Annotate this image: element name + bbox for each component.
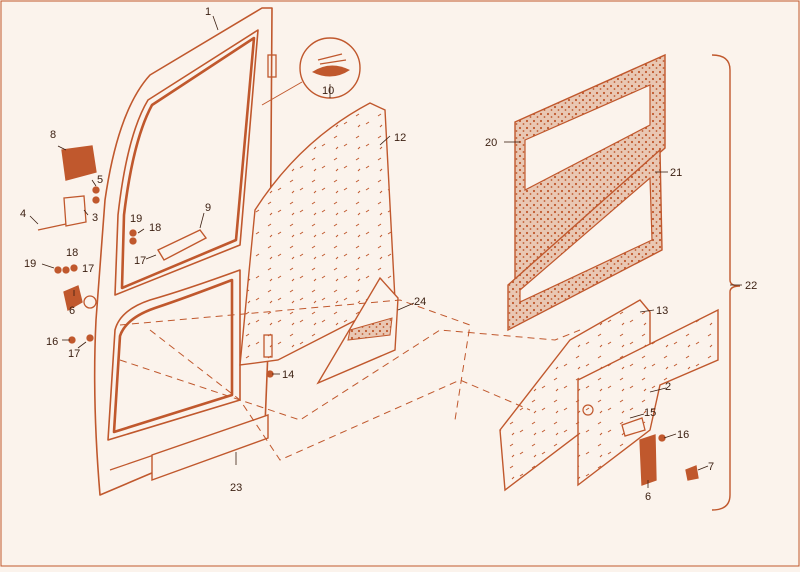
group-bracket xyxy=(711,54,741,511)
callout-23: 23 xyxy=(230,482,242,494)
callout-20: 20 xyxy=(485,137,497,149)
sill-plate xyxy=(151,414,269,481)
lower-hinge xyxy=(263,334,273,358)
callout-19-b: 19 xyxy=(130,213,142,225)
callout-6-left: 6 xyxy=(69,305,75,317)
callout-17-c: 17 xyxy=(134,255,146,267)
callout-24: 24 xyxy=(414,296,426,308)
callout-8: 8 xyxy=(50,129,56,141)
callout-12: 12 xyxy=(394,132,406,144)
callout-10: 10 xyxy=(322,85,334,97)
trim-strip xyxy=(347,317,393,341)
callout-21: 21 xyxy=(670,167,682,179)
callout-16-left: 16 xyxy=(46,336,58,348)
callout-22: 22 xyxy=(745,280,757,292)
callout-18-b: 18 xyxy=(149,222,161,234)
inner-handle xyxy=(157,229,208,261)
window-glass-panel xyxy=(239,102,396,366)
door-frame xyxy=(93,7,273,496)
callout-1: 1 xyxy=(205,6,211,18)
callout-7: 7 xyxy=(708,461,714,473)
callout-4: 4 xyxy=(20,208,26,220)
callout-labels: 1 2 3 4 5 6 6 7 8 9 10 12 13 14 15 16 16… xyxy=(20,6,757,503)
callout-13: 13 xyxy=(656,305,668,317)
leader-lines xyxy=(29,15,742,488)
lower-door-panel xyxy=(507,148,663,332)
callout-16-right: 16 xyxy=(677,429,689,441)
callout-9: 9 xyxy=(205,202,211,214)
upper-hinge xyxy=(267,54,277,78)
detail-circle xyxy=(261,37,361,106)
callout-6-right: 6 xyxy=(645,491,651,503)
callout-3: 3 xyxy=(92,212,98,224)
callout-5: 5 xyxy=(97,174,103,186)
lower-glass-panel xyxy=(499,299,651,492)
inner-door-panel xyxy=(577,308,719,487)
left-hardware xyxy=(37,145,274,378)
callout-2: 2 xyxy=(665,381,671,393)
callout-19-a: 19 xyxy=(24,258,36,270)
upper-door-panel xyxy=(514,53,666,282)
callout-17-b: 17 xyxy=(68,348,80,360)
callout-17-a: 17 xyxy=(82,263,94,275)
callout-14: 14 xyxy=(282,369,294,381)
callout-18-a: 18 xyxy=(66,247,78,259)
assembly-guide-lines xyxy=(119,299,581,461)
callout-15: 15 xyxy=(644,407,656,419)
